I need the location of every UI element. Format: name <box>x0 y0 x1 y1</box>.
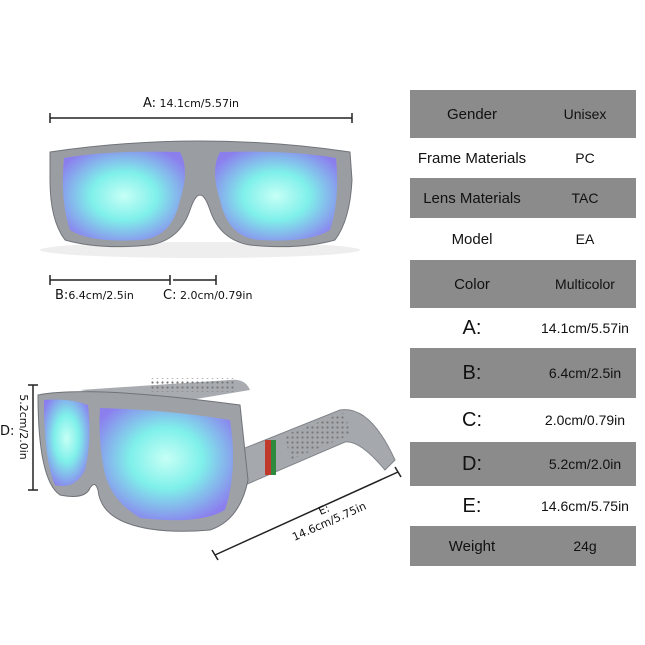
dimension-b-line <box>49 275 171 285</box>
spec-key: C: <box>462 408 482 431</box>
spec-value: EA <box>575 231 595 247</box>
spec-row: Frame Materials PC <box>410 138 636 178</box>
dimension-e-line <box>211 466 402 561</box>
dimension-c-line <box>173 275 217 285</box>
spec-key: D: <box>462 452 482 475</box>
spec-value: PC <box>575 150 595 166</box>
spec-row: Gender Unisex <box>410 90 636 138</box>
spec-key: Weight <box>448 537 496 555</box>
spec-row: B: 6.4cm/2.5in <box>410 348 636 398</box>
spec-row: C: 2.0cm/0.79in <box>410 398 636 442</box>
dimension-a-line <box>49 113 353 123</box>
spec-row: Lens Materials TAC <box>410 178 636 218</box>
dimension-c-label: C: 2.0cm/0.79in <box>163 288 253 303</box>
spec-value: Multicolor <box>555 276 615 292</box>
dimension-a-label: A: 14.1cm/5.57in <box>143 96 240 111</box>
spec-row: Color Multicolor <box>410 260 636 308</box>
dimension-d-line <box>28 384 38 491</box>
spec-value: 24g <box>573 538 597 554</box>
front-view-illustration <box>40 113 360 285</box>
spec-key: A: <box>462 316 482 339</box>
dimension-b-label: B:6.4cm/2.5in <box>55 288 134 303</box>
left-lens-side <box>44 399 90 486</box>
spec-key: E: <box>462 494 482 517</box>
spec-row: A: 14.1cm/5.57in <box>410 308 636 348</box>
spec-key: Lens Materials <box>423 189 521 207</box>
dimension-d-value: 5.2cm/2.0in <box>17 394 30 460</box>
dimension-d-key: D: <box>0 424 15 439</box>
spec-key: Frame Materials <box>417 149 527 167</box>
right-lens-side <box>99 408 234 521</box>
spec-key: Color <box>454 275 490 293</box>
spec-row: Weight 24g <box>410 526 636 566</box>
side-view-illustration <box>28 378 402 561</box>
left-lens <box>62 151 185 241</box>
right-lens <box>215 151 338 241</box>
spec-row: D: 5.2cm/2.0in <box>410 442 636 486</box>
spec-value: 14.6cm/5.75in <box>541 498 629 514</box>
spec-value: 14.1cm/5.57in <box>541 320 629 336</box>
spec-key: B: <box>462 361 482 384</box>
spec-row: Model EA <box>410 218 636 260</box>
spec-key: Model <box>451 230 493 248</box>
spec-value: 6.4cm/2.5in <box>548 365 622 381</box>
spec-row: E: 14.6cm/5.75in <box>410 486 636 526</box>
spec-key: Gender <box>446 105 498 123</box>
spec-value: 2.0cm/0.79in <box>544 412 626 428</box>
spec-value: Unisex <box>563 106 607 122</box>
spec-value: TAC <box>571 190 599 206</box>
spec-value: 5.2cm/2.0in <box>548 456 622 472</box>
